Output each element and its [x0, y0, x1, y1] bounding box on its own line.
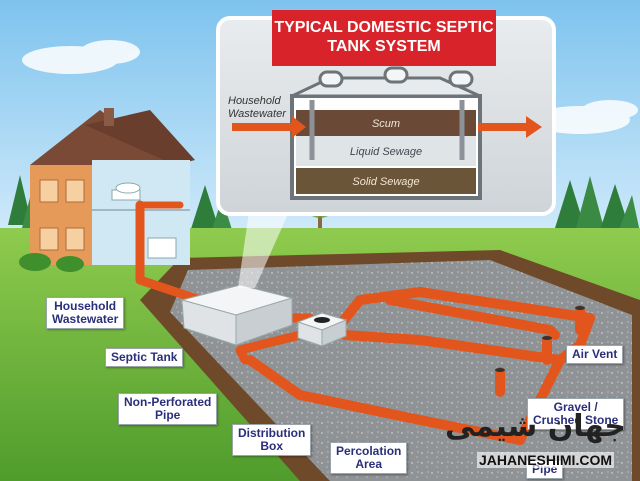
label-septic-tank: Septic Tank — [105, 348, 184, 367]
clouds — [22, 40, 638, 134]
solid-layer — [296, 168, 476, 194]
diagram-title: TYPICAL DOMESTIC SEPTIC TANK SYSTEM — [272, 10, 496, 66]
liquid-layer — [296, 136, 476, 166]
bushes — [19, 253, 84, 272]
liquid-sewage-label: Liquid Sewage — [350, 146, 422, 158]
septic-tank — [180, 284, 294, 346]
inset-tank — [290, 66, 482, 200]
label-gravel-crushed-stone: Gravel / Crushed Stone — [527, 398, 625, 430]
watermark-logo: جهان شیمی — [445, 409, 626, 444]
inset-callout — [238, 205, 292, 288]
label-distribution-box: Distribution Box — [232, 424, 312, 456]
non-perforated-pipe — [235, 330, 305, 365]
watermark-site: JAHANESHIMI.COM — [476, 452, 614, 468]
scum-layer — [296, 110, 476, 136]
label-percolation-area: Percolation Area — [330, 442, 408, 474]
inset-inlet-label-line1: Household — [228, 95, 281, 107]
label-household-wastewater: Household Wastewater — [46, 297, 125, 329]
pipes — [135, 200, 595, 445]
label-air-vent: Air Vent — [566, 345, 624, 364]
inset-inlet-label-line2: Wastewater — [228, 108, 287, 120]
label-non-perforated-pipe: Non-Perforated Pipe — [118, 393, 218, 425]
vent-caps — [495, 306, 585, 372]
scum-label: Scum — [372, 118, 400, 130]
distribution-box — [296, 312, 348, 347]
house-drain-pipe — [135, 200, 205, 305]
solid-sewage-label: Solid Sewage — [352, 176, 419, 188]
flow-arrows — [232, 116, 542, 138]
house — [30, 108, 195, 265]
